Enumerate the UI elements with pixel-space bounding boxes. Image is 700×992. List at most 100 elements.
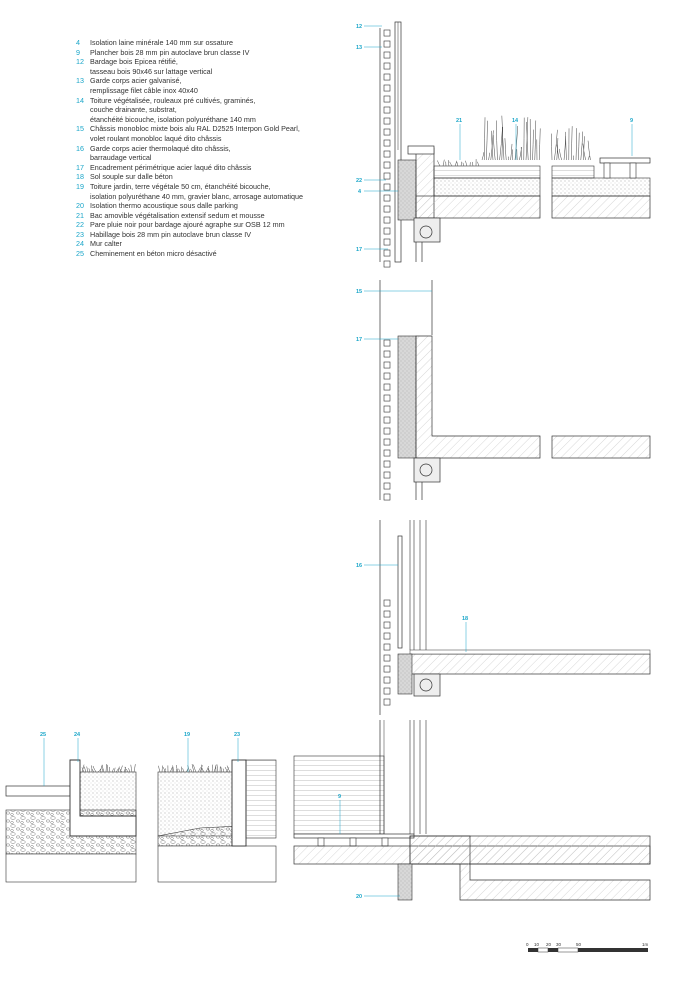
grass-blade <box>216 764 219 773</box>
grass-blade <box>570 126 573 161</box>
grass-blade <box>575 128 577 161</box>
cladding-slat <box>383 183 391 191</box>
legend-item-number: 4 <box>76 38 80 47</box>
grass-blade <box>587 155 590 161</box>
grass-blade <box>582 143 586 161</box>
legend-item-text: Isolation thermo acoustique sous dalle p… <box>90 201 238 211</box>
grass-blade <box>191 763 195 773</box>
grass-blade <box>565 131 567 161</box>
grass-blade <box>207 767 211 773</box>
roller-shutter <box>419 678 433 692</box>
grass-blade <box>538 128 541 161</box>
callout-13: 13 <box>356 45 362 51</box>
cladding-slat <box>383 438 391 446</box>
legend-item-text: Garde corps acier galvanisé, remplissage… <box>90 76 198 95</box>
cladding-slat <box>383 599 391 607</box>
grass-blade <box>454 160 457 167</box>
grass-blade <box>81 767 85 773</box>
wall-insulation <box>397 159 417 221</box>
grass-blade <box>481 152 485 161</box>
roof-slab-right <box>551 195 651 219</box>
cladding-slat <box>383 460 391 468</box>
grass-blade <box>496 120 498 161</box>
window-head-box <box>413 673 441 697</box>
cladding-slat <box>383 610 391 618</box>
legend-item-text: Pare pluie noir pour bardage ajouré agra… <box>90 220 285 230</box>
callout-19: 19 <box>184 732 190 738</box>
grass-blade <box>119 765 123 773</box>
cladding-slat <box>383 95 391 103</box>
window-head-box <box>413 457 441 483</box>
grass-blade <box>213 764 217 773</box>
cladding-slat <box>383 632 391 640</box>
roller-shutter <box>419 463 433 477</box>
scale-tick-50: 50 <box>576 942 582 947</box>
grass-blade <box>490 130 494 161</box>
legend-item-number: 9 <box>76 47 80 57</box>
callout-12: 12 <box>356 24 362 30</box>
grass-blade <box>526 121 529 161</box>
grass-blade <box>534 120 537 161</box>
callout-25: 25 <box>40 732 46 738</box>
legend-item-text: Toiture végétalisée, rouleaux pré cultiv… <box>90 95 256 124</box>
scale-tick-10: 10 <box>534 942 540 947</box>
cladding-slat <box>383 383 391 391</box>
cladding-slat <box>383 493 391 501</box>
legend-item-number: 21 <box>76 210 84 220</box>
grass-blade <box>211 764 214 773</box>
cladding-slat <box>383 339 391 347</box>
grass-blade <box>465 160 468 167</box>
green-roof-tray <box>433 165 541 179</box>
scale-bar: 0 10 20 30 50 1m <box>526 942 649 953</box>
cladding-slat <box>383 643 391 651</box>
grass-blade <box>91 768 95 773</box>
cladding-slat <box>383 194 391 202</box>
cladding-slat <box>383 249 391 257</box>
cladding-slat-group <box>383 29 391 268</box>
scale-tick-30: 30 <box>556 942 562 947</box>
callout-15: 15 <box>356 289 362 295</box>
grass-blade <box>587 140 591 161</box>
cladding-slat <box>383 106 391 114</box>
callout-17-roof: 17 <box>356 247 362 253</box>
cladding-slat <box>383 51 391 59</box>
grass-blade <box>501 115 505 161</box>
legend-item-text: Mur calter <box>90 239 122 249</box>
legend-item-number: 13 <box>76 76 84 86</box>
legend-item-text: Châssis monobloc mixte bois alu RAL D252… <box>90 124 300 143</box>
cladding-slat <box>383 150 391 158</box>
scale-tick-0: 0 <box>526 942 529 947</box>
grass-blade <box>193 764 197 773</box>
scale-tick-20: 20 <box>546 942 552 947</box>
grass-tufts <box>158 763 231 773</box>
window-frame-lines <box>409 720 427 834</box>
legend-item-number: 12 <box>76 57 84 67</box>
legend-item-text: Garde corps acier thermolaqué dito châss… <box>90 143 231 163</box>
legend-item-text: Toiture jardin, terre végétale 50 cm, ét… <box>90 181 303 201</box>
balcony-slab <box>409 653 651 675</box>
legend-item-number: 25 <box>76 249 84 259</box>
cladding-slat <box>383 449 391 457</box>
guardrail-vertical <box>397 535 403 649</box>
grass-blade <box>514 125 519 161</box>
cladding-slat <box>383 128 391 136</box>
callout-17-floor: 17 <box>356 337 362 343</box>
legend-item-number: 18 <box>76 172 84 182</box>
legend-item-number: 23 <box>76 229 84 239</box>
callout-9-ground: 9 <box>338 794 341 800</box>
cladding-slat <box>383 172 391 180</box>
cladding-slat <box>383 117 391 125</box>
grass-blade <box>519 147 522 161</box>
legend-item-text: Habillage bois 28 mm pin autoclave brun … <box>90 229 252 239</box>
cladding-slat <box>383 471 391 479</box>
grass-blade <box>133 764 136 773</box>
cladding-slat <box>383 394 391 402</box>
grass-blade <box>162 767 167 773</box>
